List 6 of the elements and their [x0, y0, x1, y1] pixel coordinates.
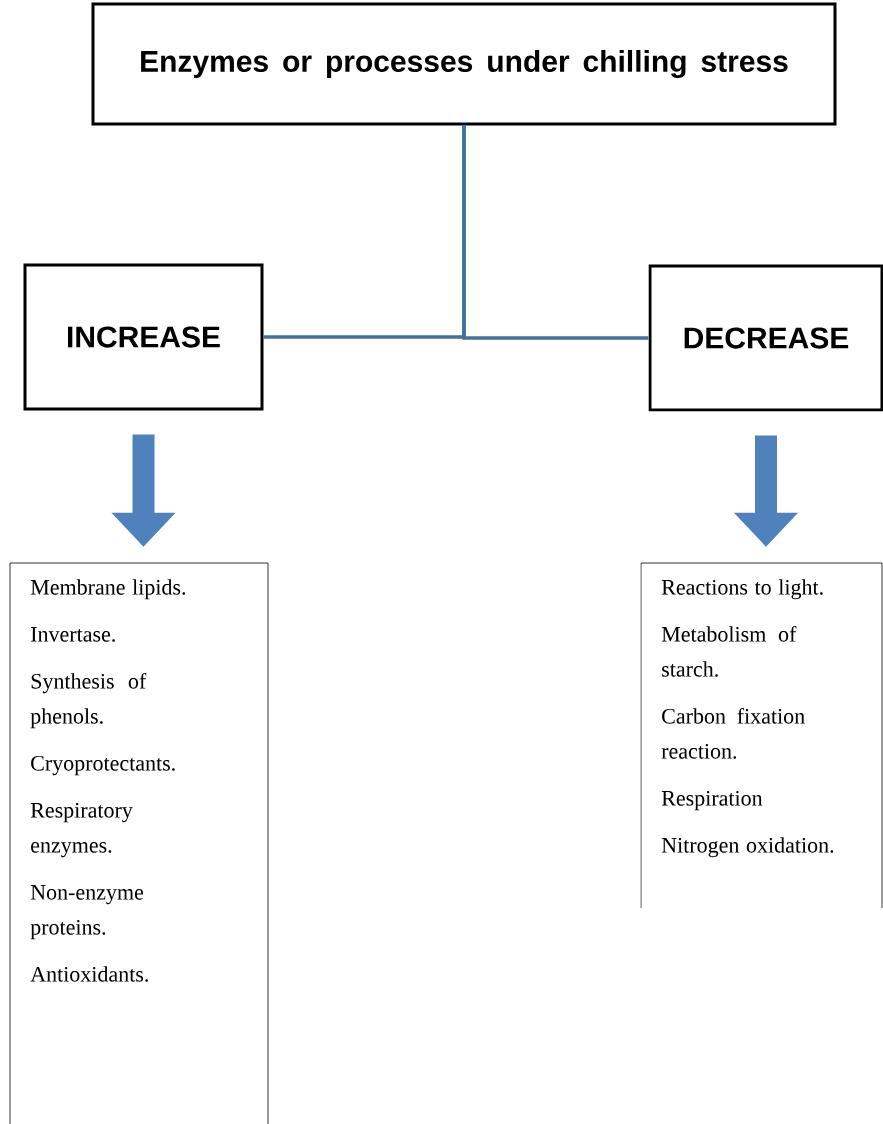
category-box: DECREASE [648, 264, 883, 412]
list-box: Reactions to light. Metabolism of starch. Carbon fixation reaction. Respiration Nitrogen oxidation. [640, 562, 883, 909]
title-box: Enzymes or processes under chilling stress [91, 2, 837, 126]
connector-line [462, 125, 649, 340]
list-box: Membrane lipids. Invertase. Synthesis of phenols. Cryoprotectants. Respiratory enzymes. Non-enzyme proteins. Antioxidants. [9, 562, 269, 1124]
category-box: INCREASE [23, 263, 264, 411]
